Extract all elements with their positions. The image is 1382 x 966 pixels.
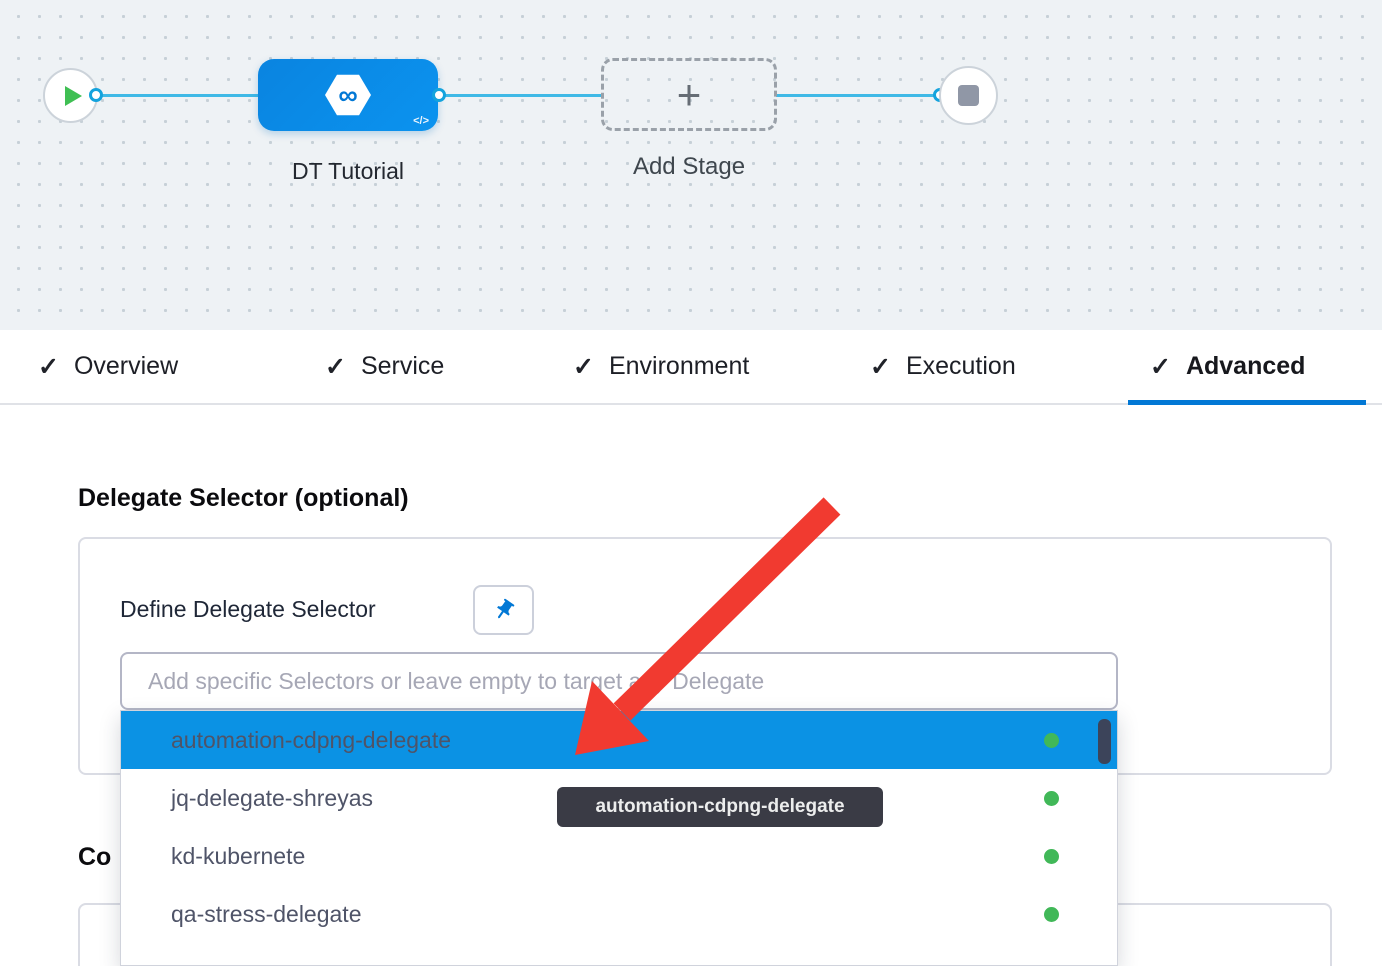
check-icon: ✓ bbox=[573, 352, 594, 381]
delegate-status-dot bbox=[1044, 848, 1059, 864]
play-icon bbox=[64, 85, 82, 106]
tab-advanced[interactable]: ✓ Advanced bbox=[1150, 330, 1305, 403]
dropdown-item-jq-delegate-shreyas[interactable]: jq-delegate-shreyas bbox=[121, 769, 1117, 827]
tab-label: Service bbox=[360, 352, 445, 380]
check-icon: ✓ bbox=[1150, 352, 1171, 381]
delegate-status-dot bbox=[1044, 732, 1059, 748]
dropdown-scrollbar-thumb[interactable] bbox=[1098, 719, 1111, 764]
stage-tab-bar: ✓ Overview ✓ Service ✓ Environment ✓ Exe… bbox=[0, 330, 1382, 405]
delegate-status-dot bbox=[1044, 906, 1059, 922]
edge-start-to-stage bbox=[96, 94, 260, 97]
define-delegate-selector-label: Define Delegate Selector bbox=[120, 596, 376, 622]
tab-label: Overview bbox=[73, 352, 179, 380]
plus-icon: + bbox=[676, 70, 702, 118]
harness-logo-icon: ∞ bbox=[325, 74, 371, 116]
add-stage-button[interactable]: + bbox=[601, 58, 777, 131]
pipeline-start-node[interactable] bbox=[43, 68, 98, 123]
tab-service[interactable]: ✓ Service bbox=[325, 330, 444, 403]
code-icon: </> bbox=[413, 115, 429, 127]
add-stage-label: Add Stage bbox=[632, 153, 746, 180]
connector-dot bbox=[432, 88, 446, 102]
tab-environment[interactable]: ✓ Environment bbox=[573, 330, 749, 403]
dropdown-item-qa-stress-delegate[interactable]: qa-stress-delegate bbox=[121, 885, 1117, 943]
stage-name-label: DT Tutorial bbox=[291, 158, 405, 184]
active-tab-underline bbox=[1128, 400, 1366, 405]
pipeline-end-node[interactable] bbox=[939, 66, 998, 125]
stop-icon bbox=[958, 85, 979, 106]
harness-logo-glyph: ∞ bbox=[338, 79, 358, 110]
dropdown-item-label: qa-stress-delegate bbox=[171, 900, 362, 927]
delegate-selector-heading: Delegate Selector (optional) bbox=[78, 484, 409, 512]
edge-addstage-to-end bbox=[776, 94, 940, 97]
tab-label: Execution bbox=[905, 352, 1016, 380]
connector-dot bbox=[89, 88, 103, 102]
tab-label: Environment bbox=[608, 352, 750, 380]
check-icon: ✓ bbox=[325, 352, 346, 381]
check-icon: ✓ bbox=[870, 352, 891, 381]
dropdown-item-label: kd-kubernete bbox=[171, 842, 306, 869]
delegate-status-dot bbox=[1044, 790, 1059, 806]
dropdown-item-label: automation-cdpng-delegate bbox=[171, 726, 452, 753]
pin-button[interactable] bbox=[473, 585, 534, 635]
truncated-section-heading: Co bbox=[78, 843, 112, 871]
edge-stage-to-addstage bbox=[438, 94, 602, 97]
pin-icon bbox=[496, 598, 514, 619]
pipeline-canvas[interactable]: ∞ </> DT Tutorial + Add Stage bbox=[0, 0, 1382, 330]
tab-execution[interactable]: ✓ Execution bbox=[870, 330, 1016, 403]
dropdown-item-automation-cdpng-delegate[interactable]: automation-cdpng-delegate bbox=[121, 711, 1117, 769]
tab-overview[interactable]: ✓ Overview bbox=[38, 330, 178, 403]
check-icon: ✓ bbox=[38, 352, 59, 381]
dropdown-item-kd-kubernete[interactable]: kd-kubernete bbox=[121, 827, 1117, 885]
dropdown-item-label: jq-delegate-shreyas bbox=[171, 784, 374, 811]
delegate-tooltip: automation-cdpng-delegate bbox=[557, 787, 883, 827]
delegate-dropdown: automation-cdpng-delegate jq-delegate-sh… bbox=[120, 710, 1118, 966]
tab-label: Advanced bbox=[1185, 352, 1306, 380]
delegate-selector-input[interactable] bbox=[120, 652, 1118, 710]
stage-node-dt-tutorial[interactable]: ∞ </> bbox=[258, 59, 438, 131]
